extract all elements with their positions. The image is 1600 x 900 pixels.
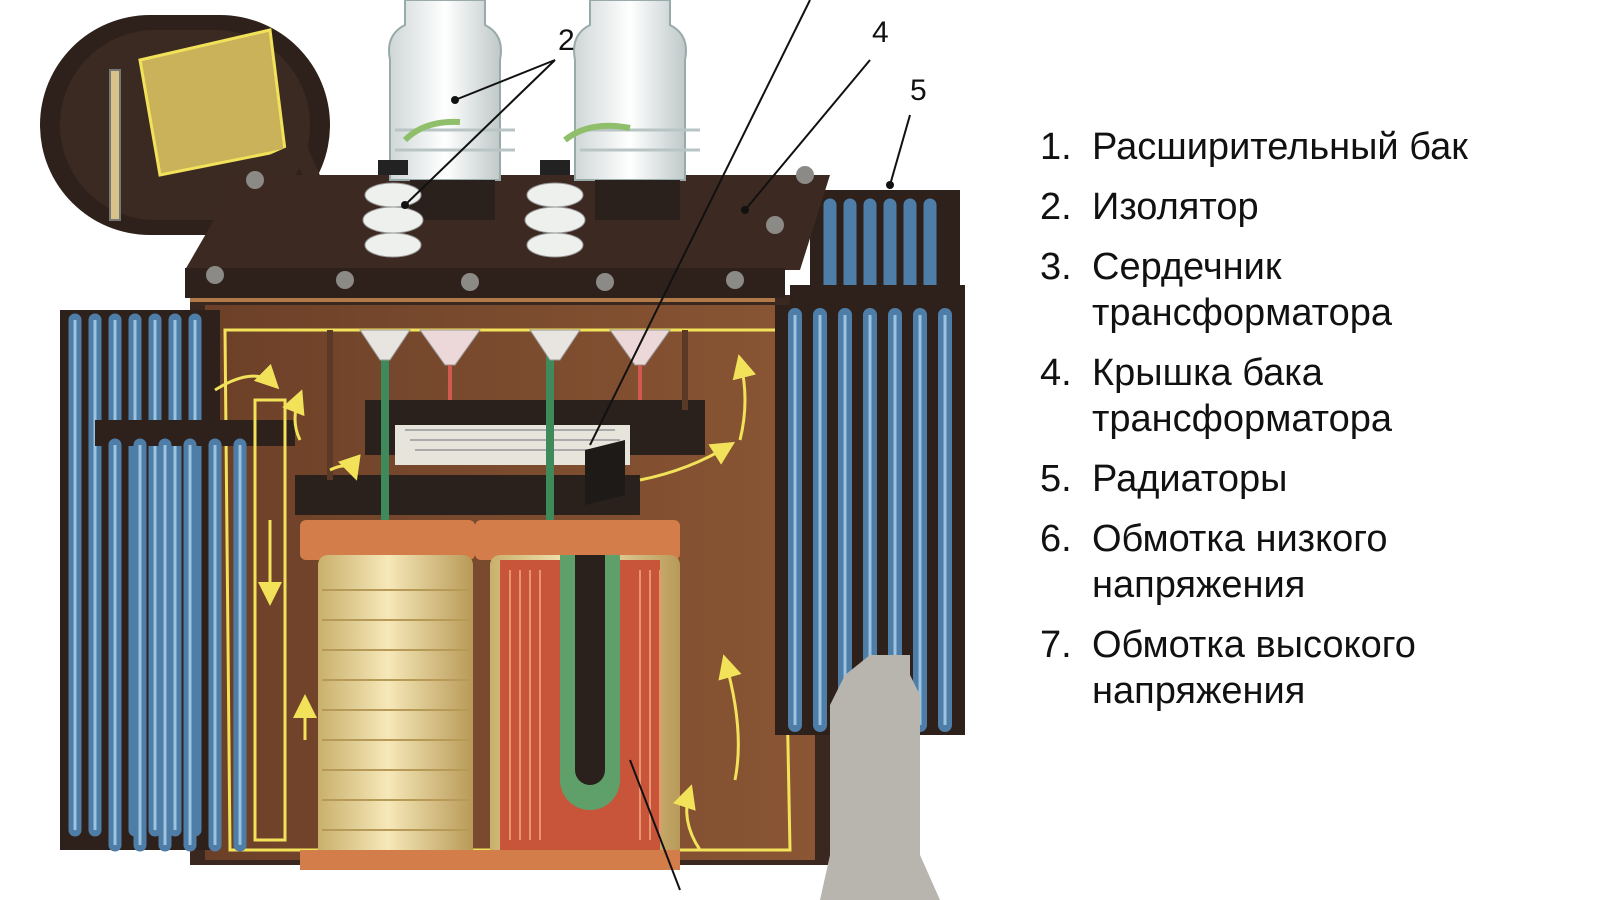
legend-line: Крышка бака [1092,352,1323,394]
insulators [362,118,631,258]
legend-number: 6. [1040,518,1072,560]
legend-number: 1. [1040,126,1072,168]
callout-4: 4 [872,16,889,49]
legend-line: Радиаторы [1092,458,1288,500]
transformer-illustration: 2 4 5 [40,0,965,900]
legend-item-7: 7. Обмотка высокого напряжения [1040,622,1595,714]
legend-item-2: 2. Изолятор [1040,184,1595,230]
legend-line: Обмотка высокого [1092,624,1416,666]
legend-line: напряжения [1092,564,1306,606]
legend-line: трансформатора [1092,398,1392,440]
legend-number: 3. [1040,246,1072,288]
callout-5: 5 [910,74,927,107]
legend: 1. Расширительный бак 2. Изолятор 3. Сер… [1040,124,1595,728]
legend-label: Крышка бака трансформатора [1092,350,1392,442]
legend-label: Обмотка высокого напряжения [1092,622,1416,714]
legend-line: Расширительный бак [1092,126,1468,168]
legend-label: Изолятор [1092,184,1259,230]
legend-item-1: 1. Расширительный бак [1040,124,1595,170]
expansion-tank [40,15,330,243]
radiator-left [60,310,295,852]
legend-number: 4. [1040,352,1072,394]
legend-label: Расширительный бак [1092,124,1468,170]
legend-line: Сердечник [1092,246,1282,288]
bushings [388,0,700,220]
legend-number: 7. [1040,624,1072,666]
legend-item-5: 5. Радиаторы [1040,456,1595,502]
legend-item-6: 6. Обмотка низкого напряжения [1040,516,1595,608]
legend-number: 2. [1040,186,1072,228]
transformer-core [295,400,705,515]
legend-line: Изолятор [1092,186,1259,228]
legend-line: Обмотка низкого [1092,518,1388,560]
callout-2: 2 [558,24,575,57]
legend-line: трансформатора [1092,292,1392,334]
leader-lines [404,0,911,891]
legend-item-4: 4. Крышка бака трансформатора [1040,350,1595,442]
legend-label: Сердечник трансформатора [1092,244,1392,336]
leader-dots [401,96,894,214]
legend-number: 5. [1040,458,1072,500]
person-silhouette-icon [820,655,940,900]
radiator-right [775,190,965,735]
oil-flow-arrows [214,354,757,851]
legend-label: Обмотка низкого напряжения [1092,516,1387,608]
legend-item-3: 3. Сердечник трансформатора [1040,244,1595,336]
lead-rods [327,330,688,520]
legend-label: Радиаторы [1092,456,1287,502]
high-voltage-coil-right [475,520,680,870]
internal-cones [359,329,671,400]
low-voltage-coil-left [300,520,475,870]
tank-cover [185,166,830,302]
legend-line: напряжения [1092,670,1306,712]
